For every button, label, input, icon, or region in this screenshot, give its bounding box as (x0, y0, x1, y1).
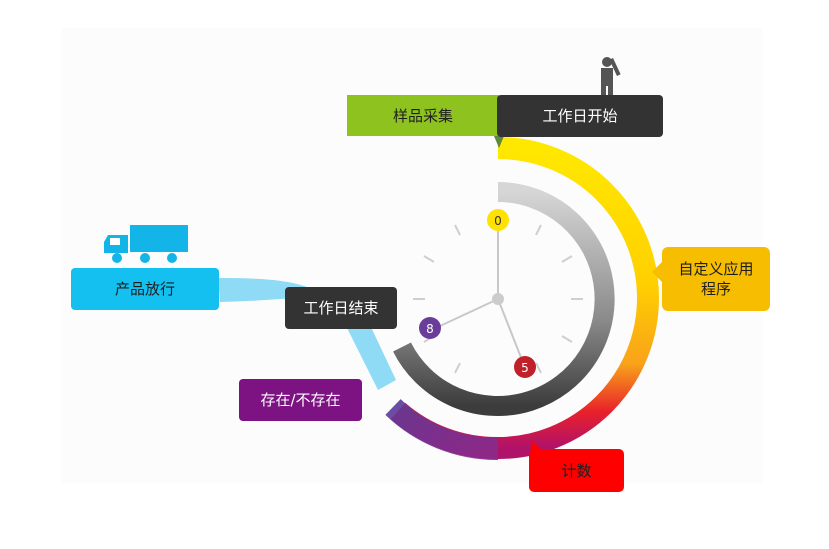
sample-pointer (494, 136, 504, 148)
custom-program-label: 自定义应用 程序 (662, 247, 770, 311)
product-release-label: 产品放行 (71, 268, 219, 310)
marker-left-label: 8 (426, 322, 434, 336)
custom-callout-tail (652, 262, 662, 282)
person-waving-icon (601, 57, 621, 100)
clock-center (492, 293, 504, 305)
exist-not-exist-label: 存在/不存在 (239, 379, 362, 421)
marker-bottom-circle (514, 356, 536, 378)
workday-start-label: 工作日开始 (497, 95, 663, 137)
marker-top-circle (487, 209, 509, 231)
clock-ticks (413, 214, 583, 374)
clock-hands (439, 230, 523, 361)
outer-ring-purple-segment (385, 398, 499, 461)
sample-collection-label: 样品采集 (347, 95, 499, 136)
marker-top-label: 0 (494, 214, 502, 228)
count-callout-tail (531, 440, 541, 449)
marker-bottom-label: 5 (521, 361, 529, 375)
count-label: 计数 (529, 449, 624, 492)
marker-left-circle (419, 317, 441, 339)
workday-end-label: 工作日结束 (285, 287, 397, 329)
inner-gray-ring (393, 182, 615, 416)
truck-icon (104, 225, 188, 263)
